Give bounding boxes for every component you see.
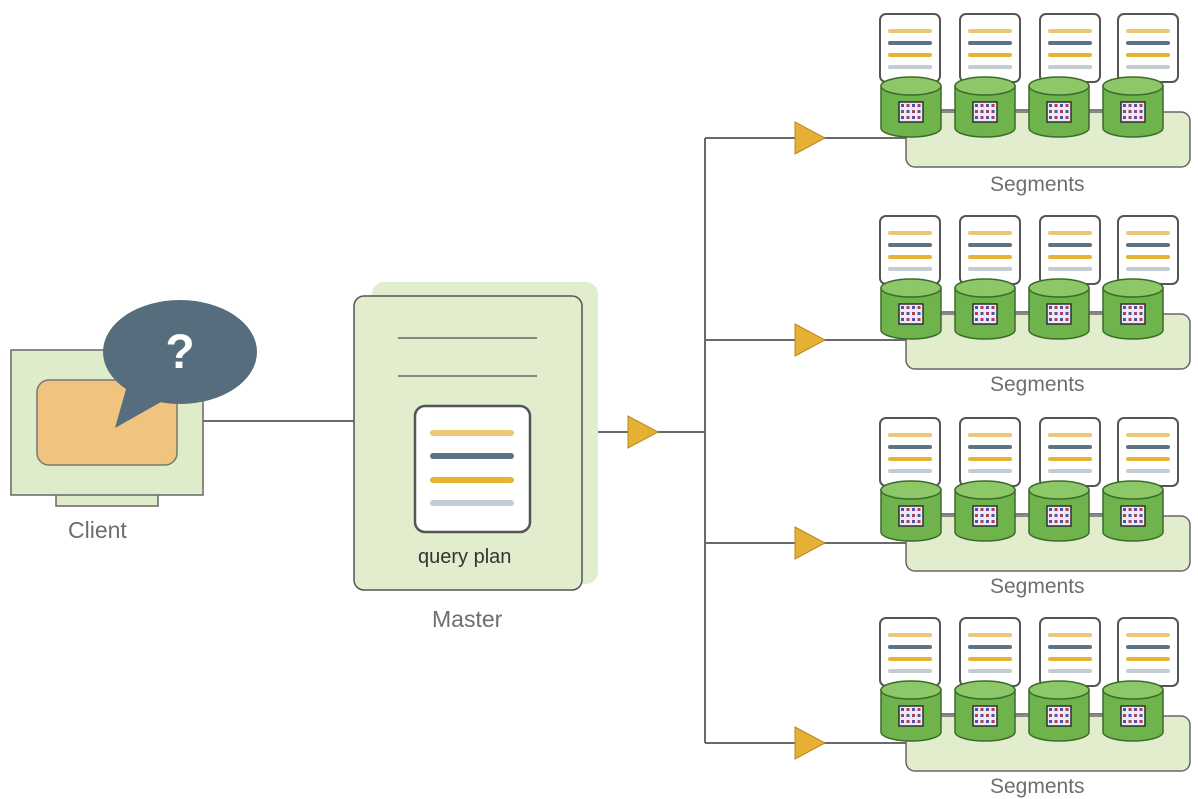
segment-document-icon (959, 617, 1021, 687)
segment-group (879, 13, 1191, 168)
database-icon (1028, 76, 1090, 138)
database-icon (1102, 480, 1164, 542)
segment-document-icon (879, 13, 941, 83)
arrow-triangle-icon (794, 121, 827, 155)
segment-document-icon (1117, 13, 1179, 83)
database-icon (954, 680, 1016, 742)
segment-document-icon (1039, 417, 1101, 487)
segment-document-icon (959, 13, 1021, 83)
segment-group (879, 215, 1191, 370)
segment-document-icon (1039, 617, 1101, 687)
client-label: Client (68, 517, 127, 543)
segment-group (879, 617, 1191, 772)
segments-label: Segments (990, 173, 1085, 196)
database-icon (1028, 680, 1090, 742)
arrow-triangle-icon (627, 415, 660, 449)
connection-lines (203, 137, 906, 744)
master-label: Master (432, 606, 503, 632)
segments-label: Segments (990, 575, 1085, 598)
segment-document-icon (1039, 215, 1101, 285)
database-icon (1102, 278, 1164, 340)
segments-layer (879, 13, 1191, 772)
database-icon (1028, 480, 1090, 542)
database-icon (954, 278, 1016, 340)
database-icon (954, 480, 1016, 542)
database-icon (880, 480, 942, 542)
speech-bubble-icon (103, 300, 257, 428)
database-icon (880, 278, 942, 340)
database-icon (954, 76, 1016, 138)
segment-document-icon (1117, 417, 1179, 487)
query-plan-document-icon (413, 404, 532, 534)
segment-document-icon (1039, 13, 1101, 83)
database-icon (1102, 680, 1164, 742)
segment-document-icon (1117, 215, 1179, 285)
segment-document-icon (1117, 617, 1179, 687)
arrow-triangle-icon (794, 526, 827, 560)
database-icon (1102, 76, 1164, 138)
question-mark: ? (165, 326, 195, 379)
arrow-triangle-icon (794, 323, 827, 357)
database-icon (880, 680, 942, 742)
segment-document-icon (879, 617, 941, 687)
segments-label: Segments (990, 775, 1085, 798)
segment-document-icon (879, 417, 941, 487)
query-plan-label: query plan (418, 546, 512, 568)
database-icon (880, 76, 942, 138)
segments-label: Segments (990, 373, 1085, 396)
segment-document-icon (959, 417, 1021, 487)
segment-document-icon (959, 215, 1021, 285)
segment-group (879, 417, 1191, 572)
arrow-triangle-icons (627, 121, 827, 760)
database-icon (1028, 278, 1090, 340)
segment-document-icon (879, 215, 941, 285)
arrow-triangle-icon (794, 726, 827, 760)
